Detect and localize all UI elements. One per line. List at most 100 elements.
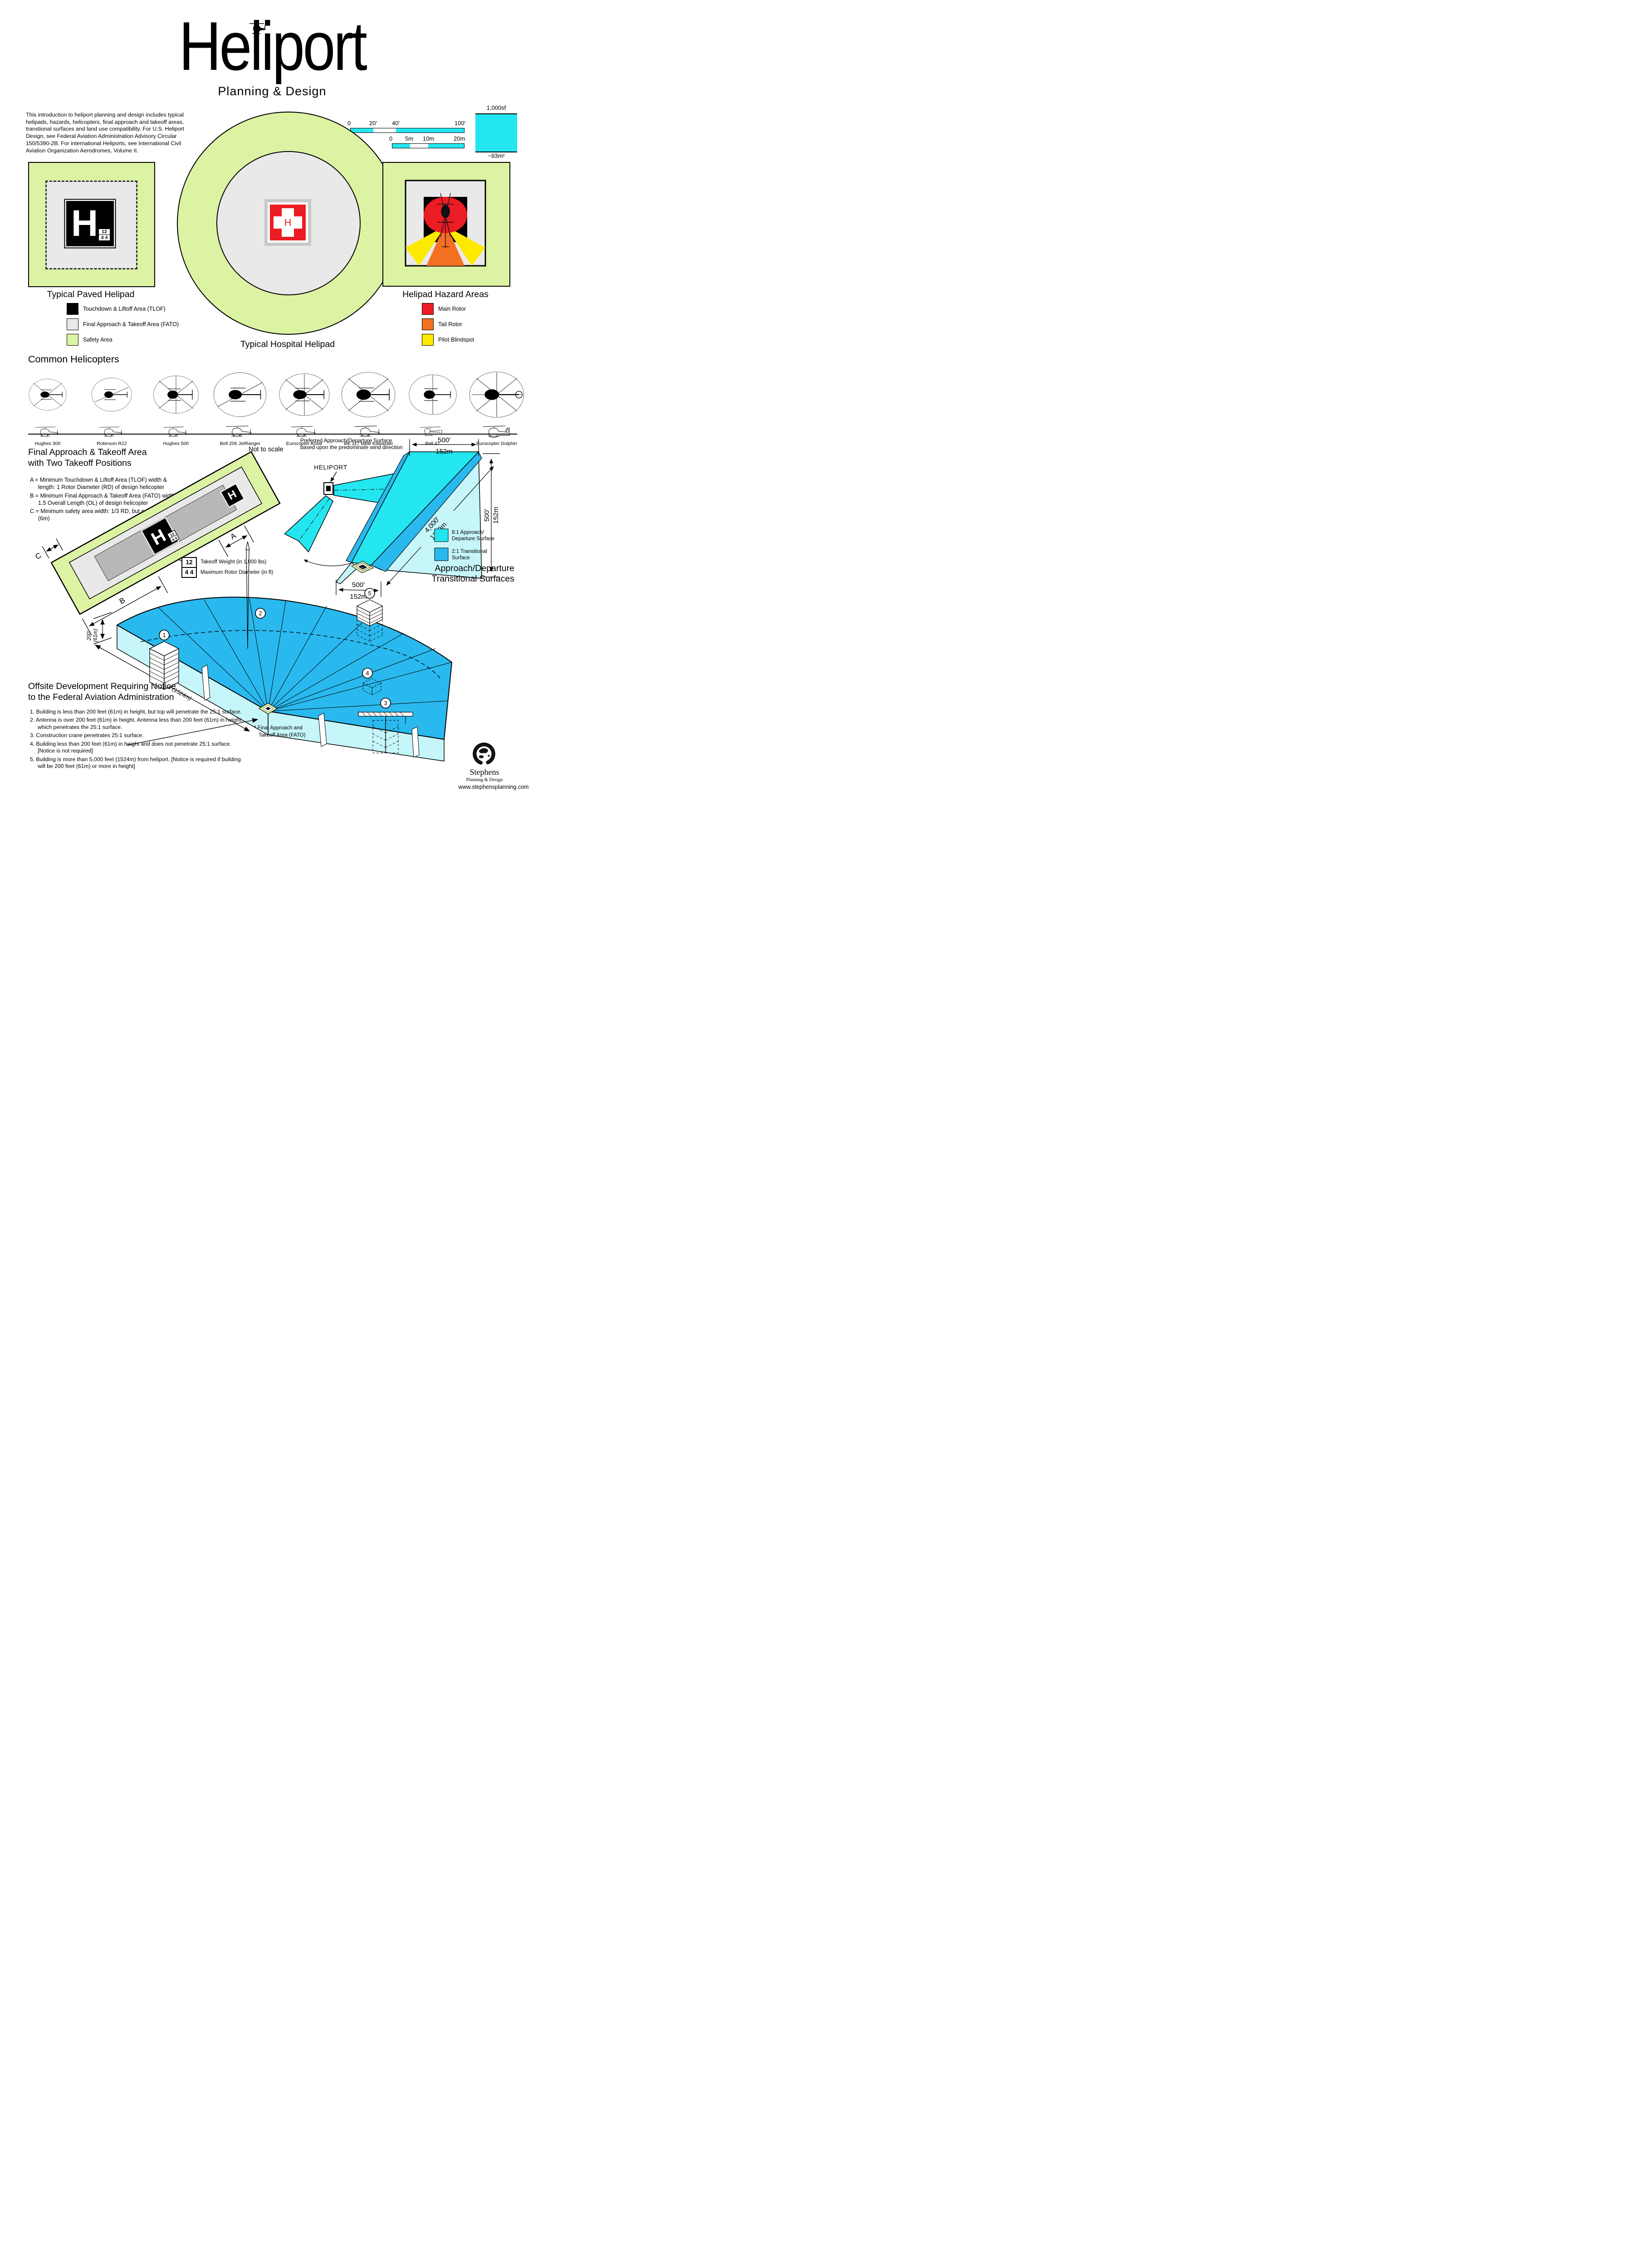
approach-title-line2: Transitional Surfaces [431, 574, 514, 584]
bottom-width-ft: 500' [352, 581, 365, 589]
meter-scale-20: 20m [454, 135, 465, 142]
helicopter-dolphin: Eurocopter Dolphin [465, 366, 528, 446]
helicopter-side-view-icon [163, 426, 186, 437]
bottom-width-m: 152m [350, 593, 367, 601]
building-4 [362, 678, 382, 695]
safety-swatch [67, 334, 78, 346]
fato-two-position-diagram: H 12 4 4 H A B C [34, 451, 281, 635]
tlof-pad-2 [220, 483, 245, 508]
helicopter-name: Hughes 500 [163, 441, 189, 446]
tlof-swatch [67, 303, 78, 315]
area-scale-square [475, 113, 517, 152]
tlof-pad-1 [141, 517, 179, 555]
meter-scale-10: 10m [423, 135, 435, 142]
feet-scale-20: 20' [369, 120, 377, 127]
hazard-diagram [405, 180, 486, 267]
tail-rotor-swatch [422, 318, 434, 330]
offsite-item-5: 5. Building is more than 5,000 feet (152… [30, 756, 241, 770]
meter-scale-bar-gap [410, 144, 428, 148]
hospital-cross-pad: H [264, 199, 311, 246]
legend-tail-rotor: Tail Rotor [422, 318, 462, 330]
weight-value: 12 [99, 229, 110, 235]
weight-legend-box: 12 4 4 [181, 557, 197, 578]
antenna-2: 2 [245, 541, 266, 649]
heliport-poster: Heliport Planning & Design This introduc… [0, 0, 544, 816]
badge-4: 4 [366, 670, 369, 677]
offsite-item-4: 4. Building less than 200 feet (61m) in … [30, 740, 231, 754]
top-width-ft: 500' [438, 436, 450, 444]
fan-fato-note: * Final Approach and Takeoff Area (FATO) [254, 725, 306, 739]
blindspot-swatch [422, 334, 434, 346]
main-rotor-swatch [422, 303, 434, 315]
fato-note-a: A = Minimum Touchdown & Liftoff Area (TL… [30, 477, 167, 491]
helicopter-side-view-icon [291, 426, 315, 437]
crane-3: 3 [358, 698, 413, 753]
legend-2to1-line1: 2:1 Transitional [452, 549, 487, 554]
helicopter-hughes300: Hughes 300 [16, 366, 79, 446]
offsite-item-1: 1. Building is less than 200 feet (61m) … [30, 709, 242, 715]
helicopter-astar: Eurocopter AStar [273, 366, 336, 446]
meter-scale-0: 0 [389, 135, 393, 142]
weight-label: Takeoff Weight (in 1,000 lbs) [200, 559, 267, 565]
offsite-heading-line1: Offsite Development Requiring Notice [28, 681, 176, 691]
helicopter-name: Bell 206 JetRanger [220, 441, 260, 446]
fan-heliport-pad [258, 703, 278, 714]
badge-5: 5 [368, 590, 371, 597]
approach-surface-8to1 [351, 451, 479, 566]
rotor-label: Maximum Rotor Diameter (in ft) [200, 570, 274, 575]
fato-note-b: B = Minimum Final Approach & Takeoff Are… [30, 492, 177, 506]
fato-heading-line1: Final Approach & Takeoff Area [28, 447, 147, 457]
helicopter-bk117: BK 117 MBB Kawasaki [337, 366, 400, 446]
helicopter-name: Robinson R22 [97, 441, 127, 446]
safety-label: Safety Area [83, 337, 112, 343]
top-width-dimension [409, 439, 479, 456]
legend-main-rotor: Main Rotor [422, 303, 466, 315]
rotor-top-view-icon [469, 371, 524, 418]
feet-scale-bar-gap [373, 128, 396, 132]
building-5: 5 [356, 588, 383, 642]
fan-fato-note-line1: * Final Approach and [254, 725, 303, 731]
helicopter-top-view-icon [437, 193, 454, 248]
height-dim-ft: 200' [87, 631, 92, 641]
wind-rose-diagram: 135° [284, 471, 401, 567]
blindspot-label: Pilot Blindspot [438, 337, 474, 343]
feet-scale-100: 100' [455, 120, 466, 127]
weight-legend-bottom: 4 4 [185, 569, 194, 576]
weight-legend-top: 12 [182, 558, 196, 568]
fato-swatch [67, 318, 78, 330]
rotor-top-view-icon [213, 372, 267, 417]
page-subtitle: Planning & Design [218, 84, 327, 98]
helicopter-name: Hughes 300 [34, 441, 61, 446]
fato-label: Final Approach & Takeoff Area (FATO) [83, 321, 179, 327]
offsite-heading-line2: to the Federal Aviation Administration [28, 692, 174, 702]
paved-helipad-h-marking: H [71, 203, 98, 244]
heliport-label: HELIPORT [314, 464, 347, 471]
footer-website: www.stephensplanning.com [458, 784, 529, 790]
height-dimension [93, 612, 112, 645]
height-dim-m: (61m) [93, 629, 98, 642]
legend-safety: Safety Area [67, 334, 112, 346]
helicopters-title: Common Helicopters [28, 354, 119, 365]
tlof1-weight: 12 [169, 532, 175, 538]
cross-horizontal-arm [274, 216, 302, 229]
feet-scale-40: 40' [392, 120, 400, 127]
pilot-blindspot-wedges [406, 226, 485, 266]
feet-scale-bar [350, 128, 464, 133]
helicopter-row: Hughes 300 Robinson R22 [16, 366, 528, 446]
distance-dimension-line [94, 645, 250, 732]
rotor-diameter-value: 4 4 [101, 235, 108, 240]
right-height-ft: 500' [483, 509, 491, 522]
area-scale-top-label: 1,000sf [486, 104, 506, 111]
rotor-top-view-icon [408, 374, 457, 415]
building-1: 1 [149, 630, 180, 690]
legend-tlof: Touchdown & Liftoff Area (TLOF) [67, 303, 166, 315]
not-to-scale-label: Not to scale [249, 446, 284, 453]
page-title: Heliport [179, 8, 367, 85]
offsite-item-3: 3. Construction crane penetrates 25:1 su… [30, 732, 144, 739]
helicopter-icon [249, 23, 265, 34]
legend-fato: Final Approach & Takeoff Area (FATO) [67, 318, 179, 330]
legend-8to1-line1: 8:1 Approach/ [452, 530, 484, 535]
badge-2: 2 [259, 610, 262, 617]
right-height-m: 152m [492, 507, 500, 524]
offsite-item-2: 2. Antenna is over 200 feet (61m) in hei… [30, 717, 243, 730]
